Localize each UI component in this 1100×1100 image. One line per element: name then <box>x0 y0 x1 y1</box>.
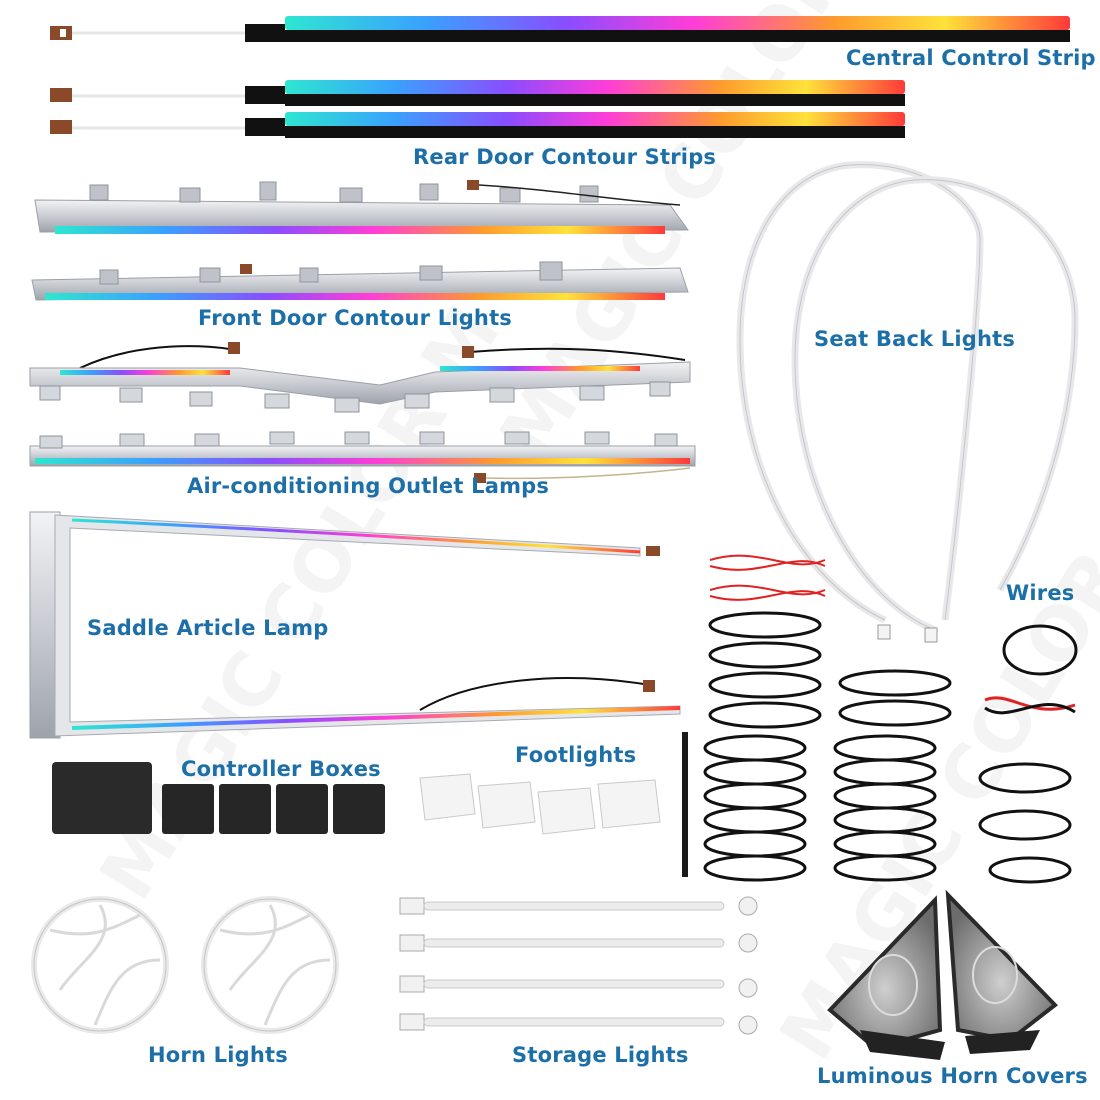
air-conditioning-outlet-lamp-upper <box>29 342 691 413</box>
label-front-door-contour-lights: Front Door Contour Lights <box>198 306 513 330</box>
storage-lights <box>399 896 758 1035</box>
label-rear-door-contour-strips: Rear Door Contour Strips <box>413 145 717 169</box>
label-storage-lights: Storage Lights <box>512 1043 689 1067</box>
front-door-contour-light-upper <box>34 180 689 234</box>
label-horn-lights: Horn Lights <box>148 1043 288 1067</box>
drill-bit <box>682 732 688 877</box>
horn-lights <box>31 896 339 1034</box>
wire-harness-red-black <box>984 696 1076 715</box>
front-door-contour-light-lower <box>31 261 689 301</box>
central-control-strip <box>50 16 1070 42</box>
label-luminous-horn-covers: Luminous Horn Covers <box>817 1064 1088 1088</box>
saddle-article-lamp <box>29 511 681 739</box>
label-seat-back-lights: Seat Back Lights <box>814 327 1016 351</box>
footlights <box>419 773 661 835</box>
label-footlights: Footlights <box>515 743 637 767</box>
wire-bundles <box>703 611 1078 884</box>
seat-back-lights <box>736 161 1079 643</box>
air-conditioning-outlet-lamp-lower <box>29 431 696 483</box>
label-air-conditioning-outlet-lamps: Air-conditioning Outlet Lamps <box>187 474 550 498</box>
rear-door-strip-upper <box>50 80 905 106</box>
rear-door-strip-lower <box>50 112 905 138</box>
controller-boxes <box>52 762 385 834</box>
label-wires: Wires <box>1006 581 1075 605</box>
label-central-control-strip: Central Control Strip <box>846 46 1096 70</box>
luminous-horn-covers <box>827 889 1058 1060</box>
wires-red <box>709 554 826 601</box>
label-controller-boxes: Controller Boxes <box>181 757 381 781</box>
label-saddle-article-lamp: Saddle Article Lamp <box>87 616 329 640</box>
